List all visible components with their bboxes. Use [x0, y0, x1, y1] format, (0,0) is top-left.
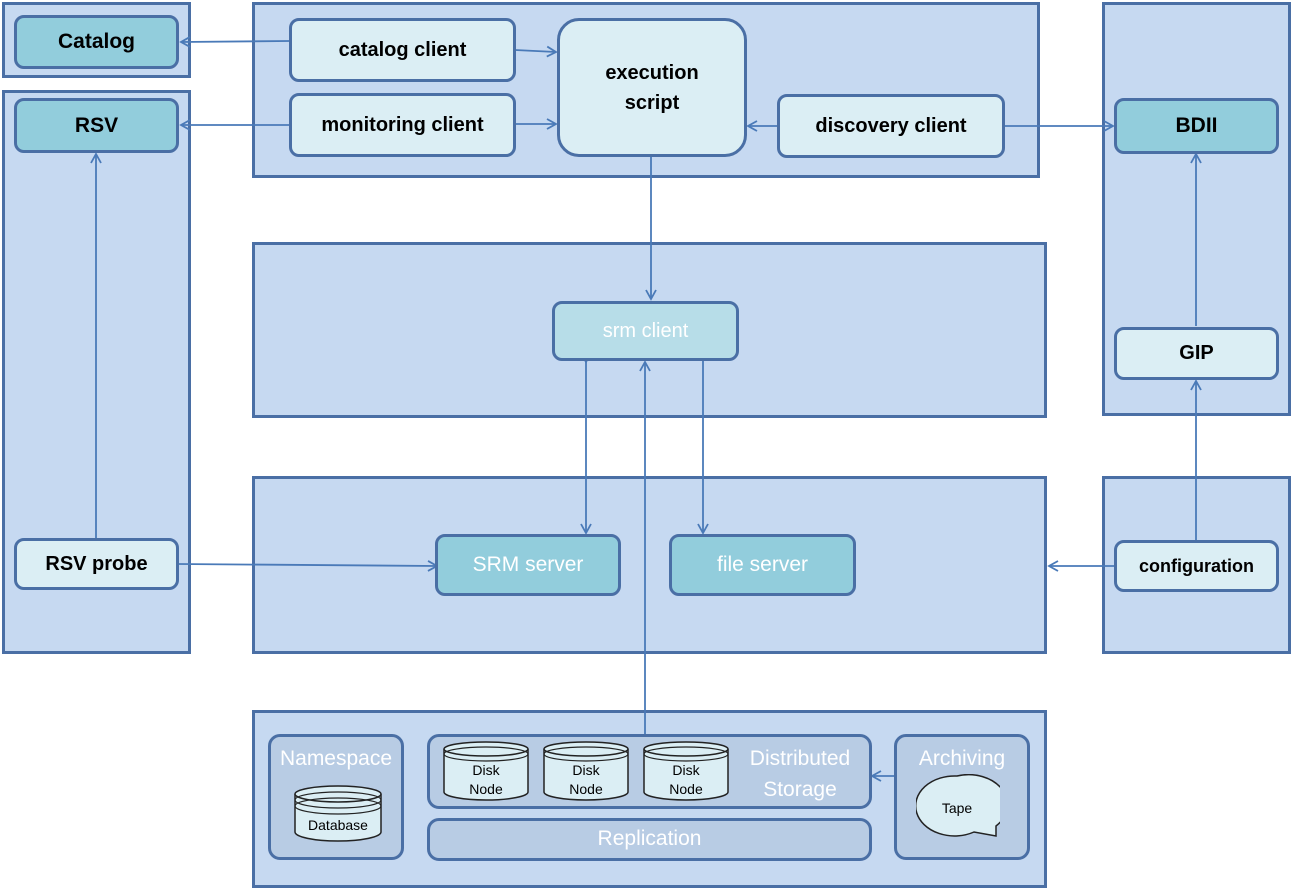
tape-icon: [916, 774, 1000, 837]
disk-node-label: Disk Node: [569, 762, 603, 797]
rsv-node: RSV: [14, 98, 179, 153]
disk-node-label: Disk Node: [669, 762, 703, 797]
bdii-node: BDII: [1114, 98, 1279, 154]
archiving-label: Archiving: [918, 747, 1006, 770]
replication-panel: [427, 818, 872, 861]
catalog-client-node: catalog client: [289, 18, 516, 82]
namespace-label: Namespace: [279, 747, 393, 770]
tape-label: Tape: [941, 800, 973, 816]
replication-label: Replication: [597, 827, 702, 850]
database-label: Database: [308, 817, 368, 833]
server-region: [252, 476, 1047, 654]
srm-server-node: SRM server: [435, 534, 621, 596]
database-icon: [294, 785, 382, 842]
disk-node-icon: [643, 741, 729, 801]
disk-node-icon: [443, 741, 529, 801]
configuration-node: configuration: [1114, 540, 1279, 592]
discovery-client-node: discovery client: [777, 94, 1005, 158]
disk-node-icon: [543, 741, 629, 801]
srm-client-node: srm client: [552, 301, 739, 361]
arrow-catalog-client-to-catalog: [179, 36, 290, 48]
rsv-probe-node: RSV probe: [14, 538, 179, 590]
arrow-catalog-client-to-execution: [514, 45, 558, 58]
gip-node: GIP: [1114, 327, 1279, 380]
execution-script-node: execution script: [557, 18, 747, 157]
catalog-node: Catalog: [14, 15, 179, 69]
distributed-storage-label: Distributed Storage: [749, 747, 851, 801]
monitoring-client-node: monitoring client: [289, 93, 516, 157]
arrow-probe-to-srm-server: [177, 560, 439, 572]
file-server-node: file server: [669, 534, 856, 596]
disk-node-label: Disk Node: [469, 762, 503, 797]
